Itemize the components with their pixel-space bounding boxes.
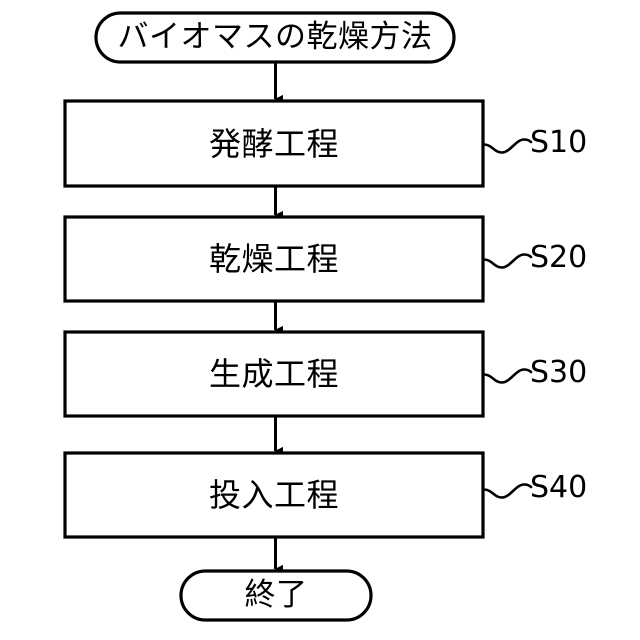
process-label-s10: 発酵工程 xyxy=(208,124,339,163)
process-box-s40 xyxy=(63,451,485,539)
process-label-s30: 生成工程 xyxy=(208,355,339,393)
step-id-s20: S20 xyxy=(530,240,588,275)
end-node-shape xyxy=(179,569,373,622)
leader-line-s20 xyxy=(482,253,533,269)
leader-line-s10 xyxy=(482,138,533,154)
end-node-label: 終了 xyxy=(244,577,308,613)
start-node-label: バイオマスの乾燥方法 xyxy=(117,19,433,55)
leader-line-s40 xyxy=(482,483,533,499)
process-box-s10 xyxy=(63,99,485,188)
step-id-s30: S30 xyxy=(530,355,588,390)
step-id-s10: S10 xyxy=(530,125,588,160)
process-label-s40: 投入工程 xyxy=(208,476,339,514)
leader-line-s30 xyxy=(482,368,533,384)
process-label-s20: 乾燥工程 xyxy=(208,240,339,278)
step-id-s40: S40 xyxy=(530,470,588,505)
